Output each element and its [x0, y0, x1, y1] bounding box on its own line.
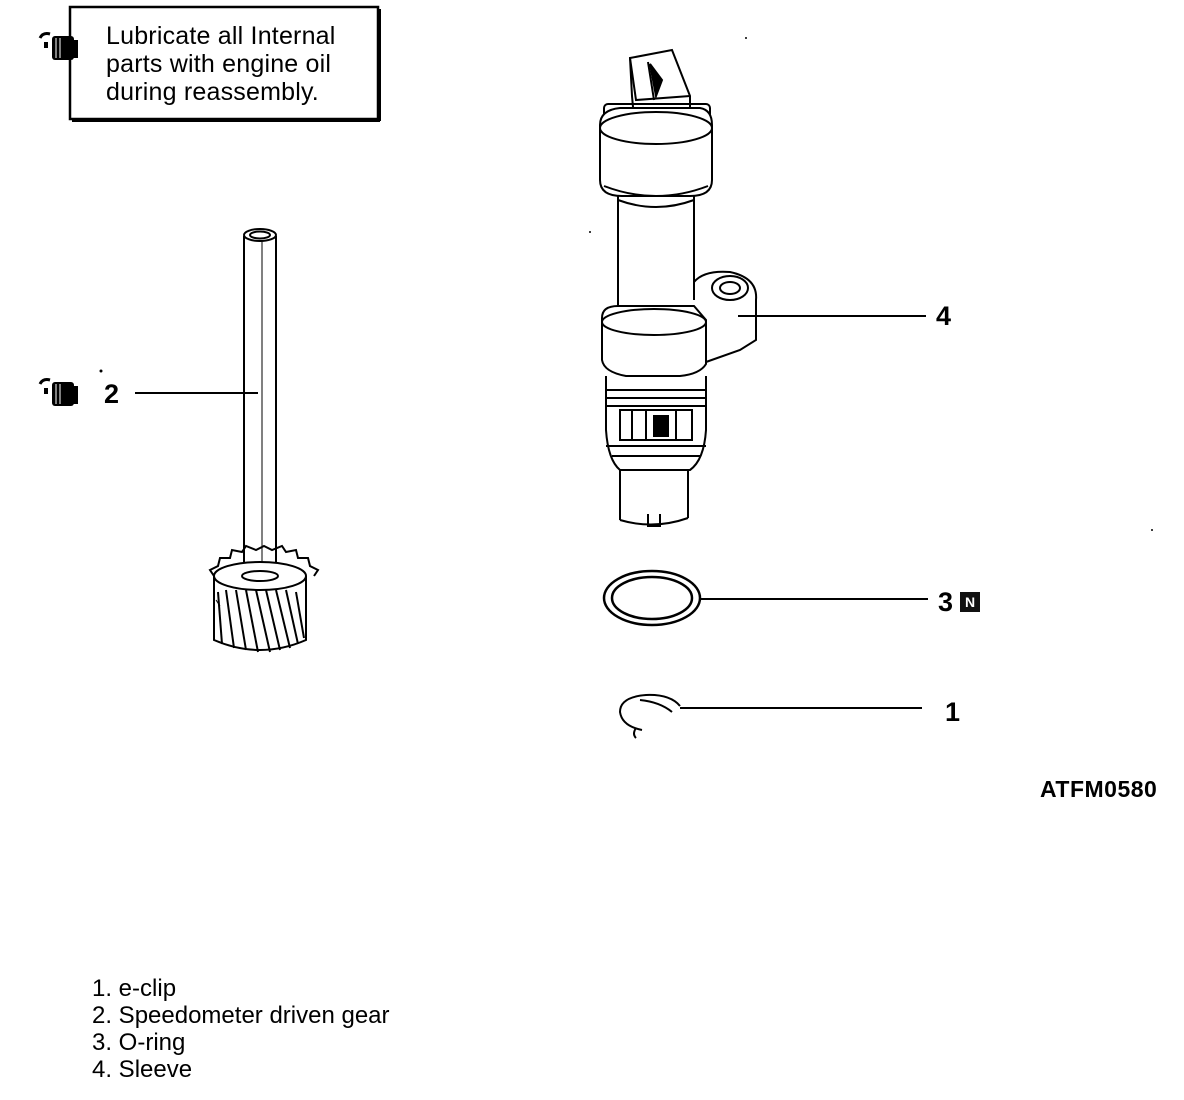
legend-item: 2. Speedometer driven gear [92, 1002, 390, 1029]
figure-id: ATFM0580 [1040, 776, 1158, 802]
callout-4: 4 [936, 301, 952, 331]
callout-2: 2 [104, 379, 120, 409]
legend-item: 1. e-clip [92, 975, 177, 1002]
new-part-badge: N [960, 592, 980, 612]
callout-1: 1 [945, 697, 961, 727]
note-box [68, 5, 380, 121]
e-clip [618, 693, 681, 739]
speedometer-driven-gear [208, 228, 320, 653]
legend-item: 4. Sleeve [92, 1056, 193, 1083]
o-ring [602, 569, 702, 627]
oil-can-icon [38, 32, 78, 60]
parts-legend: 1. e-clip 2. Speedometer driven gear 3. … [92, 975, 390, 1083]
note-line: during reassembly. [106, 78, 319, 106]
lubrication-note: Lubricate all Internal parts with engine… [106, 22, 376, 106]
sleeve [599, 48, 758, 527]
note-line: Lubricate all Internal [106, 22, 336, 50]
note-line: parts with engine oil [106, 50, 332, 78]
callout-3: 3 [938, 587, 954, 617]
oil-can-icon [38, 378, 78, 406]
legend-item: 3. O-ring [92, 1029, 186, 1056]
